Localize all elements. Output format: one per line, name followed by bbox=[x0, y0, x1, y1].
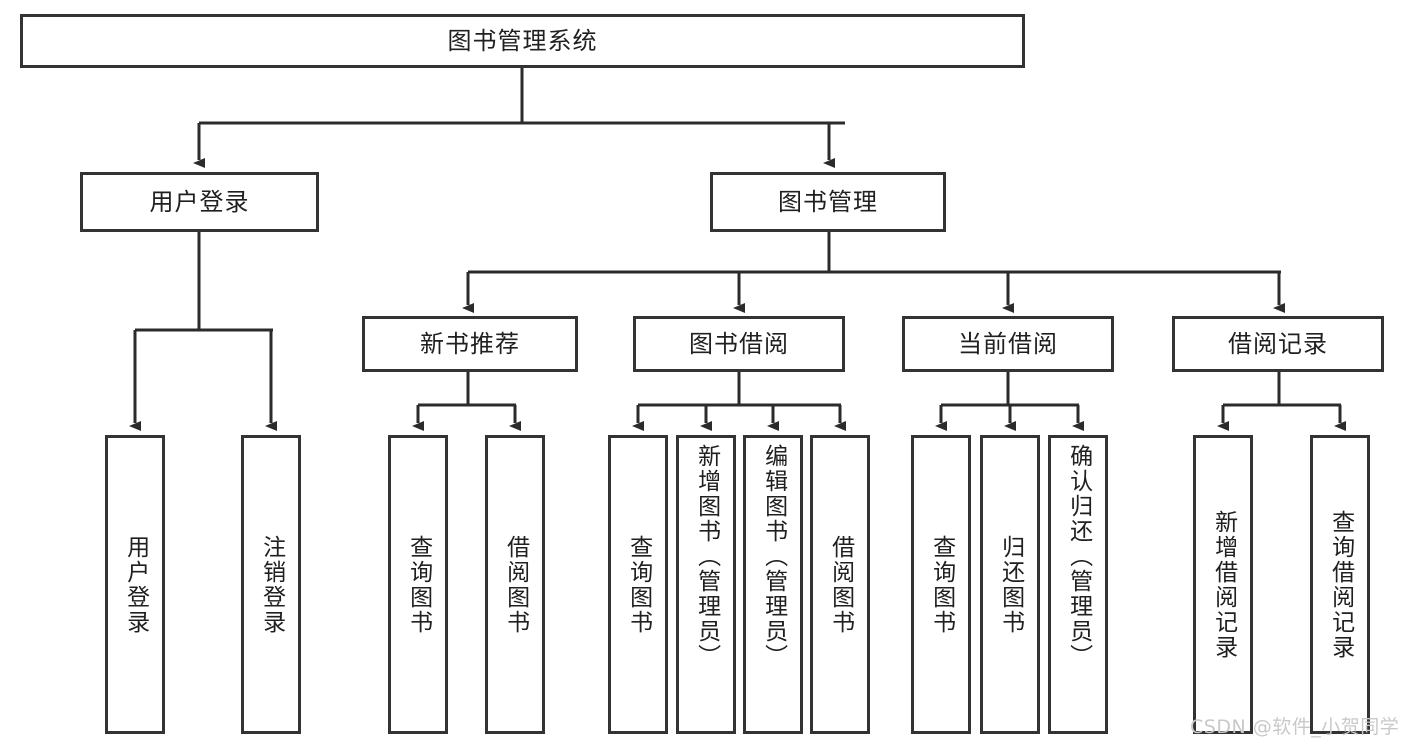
csdn-watermark: CSDN @软件_小贺同学 bbox=[1190, 716, 1400, 738]
node-label: 归还图书 bbox=[997, 534, 1024, 635]
leaf-user-login-logout[interactable]: 注销登录 bbox=[241, 435, 301, 734]
node-label: 新增借阅记录 bbox=[1210, 509, 1237, 660]
leaf-record-query-record[interactable]: 查询借阅记录 bbox=[1310, 435, 1370, 734]
node-root-system[interactable]: 图书管理系统 bbox=[20, 14, 1025, 68]
node-label: 用户登录 bbox=[122, 534, 149, 635]
node-book-management[interactable]: 图书管理 bbox=[710, 172, 946, 232]
node-current-borrow[interactable]: 当前借阅 bbox=[902, 316, 1114, 372]
leaf-current-return-book[interactable]: 归还图书 bbox=[980, 435, 1040, 734]
leaf-current-query-book[interactable]: 查询图书 bbox=[911, 435, 971, 734]
node-label: 注销登录 bbox=[258, 534, 285, 635]
node-label: 编辑图书（管理员） bbox=[760, 444, 787, 669]
node-borrow-record[interactable]: 借阅记录 bbox=[1172, 316, 1384, 372]
node-label: 查询图书 bbox=[625, 534, 652, 635]
node-label: 新书推荐 bbox=[420, 329, 520, 358]
leaf-borrow-add-book-admin[interactable]: 新增图书（管理员） bbox=[676, 435, 736, 734]
leaf-user-login-login[interactable]: 用户登录 bbox=[105, 435, 165, 734]
leaf-borrow-borrow-book[interactable]: 借阅图书 bbox=[810, 435, 870, 734]
node-label: 查询借阅记录 bbox=[1327, 509, 1354, 660]
node-label: 当前借阅 bbox=[958, 329, 1058, 358]
node-label: 确认归还（管理员） bbox=[1065, 444, 1092, 669]
node-label: 用户登录 bbox=[149, 187, 250, 216]
leaf-recommend-query-book[interactable]: 查询图书 bbox=[388, 435, 448, 734]
node-new-book-recommend[interactable]: 新书推荐 bbox=[362, 316, 578, 372]
node-label: 图书管理系统 bbox=[447, 26, 598, 55]
node-label: 图书管理 bbox=[778, 187, 878, 216]
leaf-record-add-record[interactable]: 新增借阅记录 bbox=[1193, 435, 1253, 734]
node-label: 借阅图书 bbox=[827, 534, 854, 635]
node-label: 借阅记录 bbox=[1228, 329, 1328, 358]
node-label: 借阅图书 bbox=[502, 534, 529, 635]
node-label: 查询图书 bbox=[405, 534, 432, 635]
leaf-borrow-query-book[interactable]: 查询图书 bbox=[608, 435, 668, 734]
node-label: 图书借阅 bbox=[689, 329, 789, 358]
node-label: 新增图书（管理员） bbox=[693, 444, 720, 669]
leaf-current-confirm-return-admin[interactable]: 确认归还（管理员） bbox=[1048, 435, 1108, 734]
leaf-recommend-borrow-book[interactable]: 借阅图书 bbox=[485, 435, 545, 734]
node-book-borrow[interactable]: 图书借阅 bbox=[633, 316, 845, 372]
node-user-login[interactable]: 用户登录 bbox=[80, 172, 319, 232]
node-label: 查询图书 bbox=[928, 534, 955, 635]
leaf-borrow-edit-book-admin[interactable]: 编辑图书（管理员） bbox=[743, 435, 803, 734]
